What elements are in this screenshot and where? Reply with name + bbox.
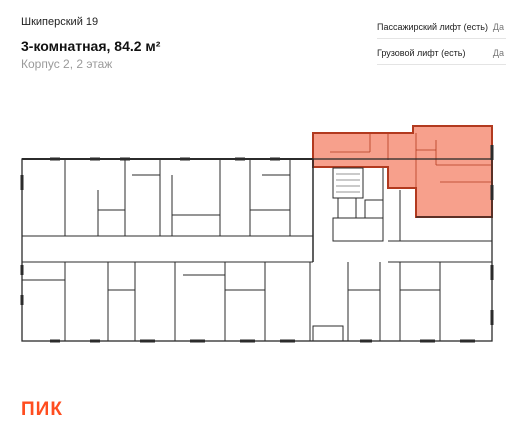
apartment-title: 3-комнатная, 84.2 м² <box>21 38 161 54</box>
project-name: Шкиперский 19 <box>21 16 99 28</box>
spec-divider <box>377 38 506 39</box>
spec-freight-lift-value: Да <box>492 48 504 58</box>
selected-apartment[interactable] <box>312 125 493 218</box>
spec-freight-lift-label: Грузовой лифт (есть) <box>377 48 466 58</box>
spec-passenger-lift-value: Да <box>492 22 504 32</box>
apartment-location: Корпус 2, 2 этаж <box>21 57 113 71</box>
spec-passenger-lift-label: Пассажирский лифт (есть) <box>377 22 488 32</box>
spec-divider <box>377 64 506 65</box>
pik-logo: ПИК <box>21 399 63 420</box>
